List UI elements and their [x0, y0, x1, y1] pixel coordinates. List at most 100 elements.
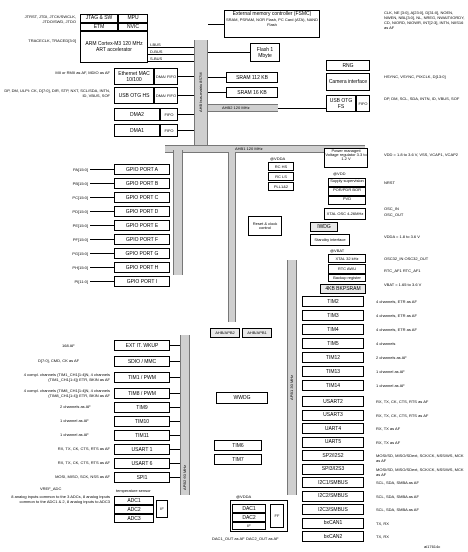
apb1-comm: UART5: [302, 436, 364, 448]
comm-pins: RX, TX as AF: [376, 439, 401, 445]
tim6-block: TIM6: [214, 440, 262, 451]
comm-pins: RX, TX, CK, CTS, RTS as AF: [376, 399, 429, 404]
etm-block: ETM: [80, 23, 118, 31]
apb2-peripheral: SPI1: [114, 472, 170, 483]
mii-pins: MII or RMII as AF, MDIO as AF: [55, 70, 110, 75]
usbfs-pins: DP, DM, SCL, SDA, INTN, ID, VBUS, SOF: [384, 96, 460, 101]
apb1-timer: TIM3: [302, 310, 364, 321]
gpio-port: GPIO PORT F: [114, 234, 170, 245]
gpio-pins: PI[11:0]: [74, 279, 89, 284]
tim1-pins: 4 compl. channels (TIM1_CH1[1:4]N, 4 cha…: [23, 372, 110, 382]
reset-clock-control: Reset & clock control: [248, 216, 282, 236]
tim10-pins: 1 channel as AF: [60, 418, 89, 423]
gpio-port: GPIO PORT B: [114, 178, 170, 189]
ahb-apb1-bridge: AHB/APB1: [242, 328, 272, 338]
adc-temp-label: temperature sensor: [116, 488, 151, 493]
apb2-peripheral: TIM9: [114, 402, 170, 413]
timer-pins: 1 channel as AF: [376, 383, 405, 388]
power-regulator: Power managmt Voltage regulator 3.3 to 1…: [324, 148, 368, 168]
comm-pins: SCL, SDA, SMBA as AF: [376, 480, 419, 485]
apb2-peripheral: TIM8 / PWM: [114, 388, 170, 399]
jtag-sw-block: JTAG & SW: [80, 14, 118, 23]
ahb2-label: AHB2 120 MHz: [222, 105, 250, 110]
timer-pins: 4 channels: [376, 341, 396, 346]
gpio-bus: [173, 150, 183, 275]
apb1-comm: SPI3/I2S3: [302, 463, 364, 475]
bus-matrix-label: AHB bus-matrix 8S7M: [198, 72, 203, 112]
timer-pins: 4 channels, ETR as AF: [376, 313, 417, 318]
apb2-peripheral: TIM1 / PWM: [114, 372, 170, 383]
adc-3: ADC3: [114, 514, 154, 523]
backup-register: Backup register: [328, 274, 366, 282]
usb-otg-hs: USB OTG HS: [114, 87, 154, 104]
gpio-pins: PH[15:0]: [72, 265, 88, 270]
ahb1-label: AHB1 120 MHz: [235, 146, 263, 151]
sram-16kb: SRAM 16 KB: [226, 87, 278, 98]
ahb2-bus: [208, 104, 278, 112]
dbus-label: D-BUS: [150, 49, 163, 54]
dac-vdda-label: @VDDA: [236, 494, 252, 499]
apb1-comm: I2C2/SMBUS: [302, 490, 364, 502]
comm-pins: RX, TX, CK, CTS, RTS as AF: [376, 412, 429, 418]
sram-112kb: SRAM 112 KB: [226, 72, 278, 83]
apb1-comm: UART4: [302, 423, 364, 434]
apb2-peripheral: TIM10: [114, 416, 170, 427]
usbhs-dma-fifo: DMA/ FIFO: [154, 87, 178, 104]
apb1-comm: I2C1/SMBUS: [302, 477, 364, 488]
pvd-block: PVD: [328, 196, 366, 205]
rtc-awu: RTC AWU: [328, 264, 366, 274]
vdda-label-rc: @VDDA: [270, 156, 286, 161]
dma1: DMA1: [114, 124, 160, 137]
usart1-pins: RX, TX, CK, CTS, RTS as AF: [57, 446, 110, 451]
vdda-supply: VDDA = 1.8 to 3.6 V: [384, 234, 420, 239]
apb1-bus-label: APB1 30 MHz: [289, 374, 294, 400]
dac2-out-label: DAC2_OUT as AF: [246, 536, 279, 541]
dac-ff: FF: [270, 504, 284, 528]
camera-interface: Camera interface: [326, 73, 370, 91]
adc-2: ADC2: [114, 505, 154, 514]
comm-pins: SCL, SDA, SMBA as AF: [376, 493, 419, 499]
tim8-pins: 4 compl. channels (TIM8_CH1[1:4]N, 4 cha…: [23, 388, 110, 398]
figure-id: ai17614c: [424, 544, 441, 549]
supply-supervision: Supply supervision: [328, 178, 366, 187]
osc-out-pin: OSC_OUT: [384, 212, 404, 217]
osc-in-pin: OSC_IN: [384, 206, 399, 211]
xtal-32khz: XTAL 32 kHz: [328, 254, 366, 263]
dma2: DMA2: [114, 108, 160, 121]
jtag-pins: JTRST, JTDI, JTCK/SWCLK, JTDO/SWD, JTDO: [24, 14, 76, 24]
ahb-apb-link: [228, 152, 236, 322]
trace-pins: TRACECLK, TRACED[3:0]: [28, 38, 76, 43]
apb1-timer: TIM14: [302, 380, 364, 391]
rc-hs: RC HS: [268, 162, 294, 171]
apb1-timer: TIM13: [302, 366, 364, 377]
fsmc-pins: CLK, NE [3:0], A[23:0], D[31:0], NOEN, N…: [384, 10, 465, 30]
vbat-supply: VBAT = 1.65 to 3.6 V: [384, 282, 422, 287]
apb1-comm: SP2/I2S2: [302, 450, 364, 461]
eth-dma-fifo: DMA/ FIFO: [154, 68, 178, 85]
gpio-port: GPIO PORT H: [114, 262, 170, 273]
por-pdr-bor: POR/PDR BOR: [328, 187, 366, 196]
usbhs-pins: DP, DM, ULPI: CK, D[7:0], DIR, STP, NXT,…: [4, 88, 110, 98]
vdd-supply-pins: VDD = 1.8 to 3.6 V, VSS, VCAP1, VCAP2: [384, 152, 459, 157]
dma1-fifo: FIFO: [160, 124, 178, 137]
apb2-bus-label: APB2 60 MHz: [182, 464, 187, 490]
nvic-block: NVIC: [118, 23, 148, 31]
timer-pins: 1 channel as AF: [376, 369, 405, 374]
comm-pins: SCL, SDA, SMBA as AF: [376, 507, 419, 512]
adc-input-pins: 8 analog inputs common to the 3 ADCs, 8 …: [11, 494, 110, 504]
adc-1: ADC1: [114, 496, 154, 505]
bus-matrix: [194, 40, 208, 150]
cortex-core: ARM Cortex-M3 120 MHz ART accelerator: [80, 31, 148, 63]
apb2-bus: [180, 335, 190, 495]
comm-pins: RX, TX as AF: [376, 426, 401, 431]
xtal-osc: XTAL OSC 4-26MHz: [324, 208, 366, 220]
vbat-domain-label: @VBAT: [330, 248, 345, 253]
spi1-pins: MOSI, MISO, SCK, NSS as AF: [55, 474, 110, 479]
mpu-block: MPU: [118, 14, 148, 23]
timer-pins: 4 channels, ETR as AF: [376, 299, 417, 304]
nrst-pin: NRST: [384, 180, 395, 185]
rng-block: RNG: [326, 60, 370, 71]
gpio-port: GPIO PORT G: [114, 248, 170, 259]
apb1-comm: USART2: [302, 396, 364, 407]
